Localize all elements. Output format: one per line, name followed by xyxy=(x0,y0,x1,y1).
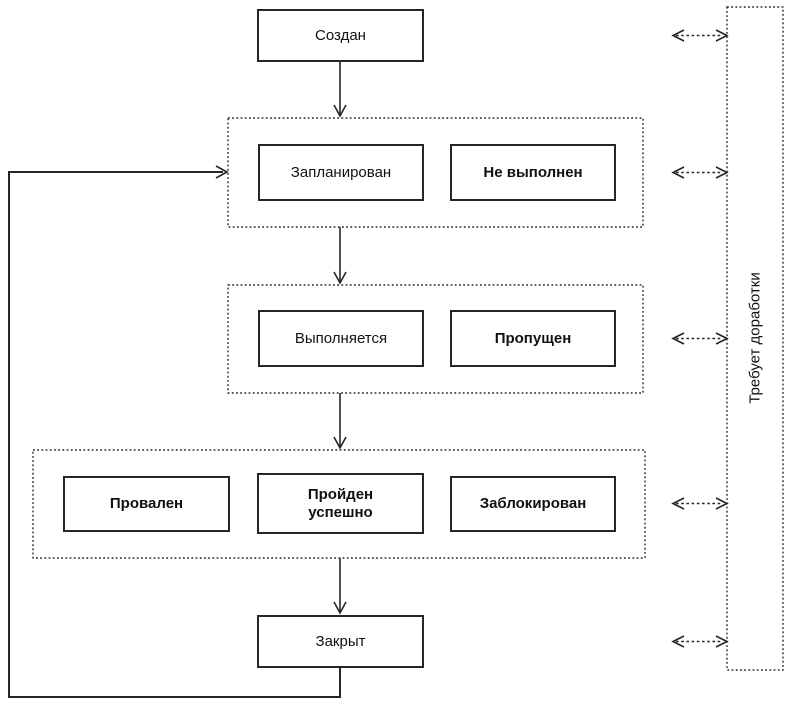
node-passed: Пройден успешно xyxy=(257,473,424,534)
node-in-progress-label: Выполняется xyxy=(294,329,388,347)
group-results-border xyxy=(32,449,646,559)
double-arrow-results-rework xyxy=(671,497,729,510)
arrow-results-to-closed xyxy=(333,558,347,615)
rework-column-border xyxy=(726,6,784,671)
node-created: Создан xyxy=(257,9,424,62)
node-closed: Закрыт xyxy=(257,615,424,668)
node-in-progress: Выполняется xyxy=(258,310,424,367)
group-executing-border xyxy=(227,284,644,394)
node-closed-label: Закрыт xyxy=(315,632,366,650)
group-planned-border xyxy=(227,117,644,228)
node-created-label: Создан xyxy=(315,26,366,44)
node-passed-label: Пройден успешно xyxy=(307,486,374,521)
double-arrow-created-rework xyxy=(671,29,729,42)
node-not-executed-label: Не выполнен xyxy=(483,163,583,181)
arrow-executing-to-results xyxy=(333,393,347,450)
rework-column-label: Требует доработки xyxy=(746,272,764,404)
double-arrow-closed-rework xyxy=(671,635,729,648)
node-failed: Провален xyxy=(63,476,230,532)
loop-arrow-closed-to-planned xyxy=(8,165,341,698)
arrow-planned-to-executing xyxy=(333,227,347,285)
node-not-executed: Не выполнен xyxy=(450,144,616,201)
node-planned-label: Запланирован xyxy=(290,163,392,181)
node-blocked: Заблокирован xyxy=(450,476,616,532)
double-arrow-executing-rework xyxy=(671,332,729,345)
double-arrow-planned-rework xyxy=(671,166,729,179)
arrow-created-to-planned xyxy=(333,62,347,118)
node-failed-label: Провален xyxy=(109,495,184,513)
node-skipped-label: Пропущен xyxy=(494,329,572,347)
node-blocked-label: Заблокирован xyxy=(479,495,587,513)
node-skipped: Пропущен xyxy=(450,310,616,367)
node-planned: Запланирован xyxy=(258,144,424,201)
